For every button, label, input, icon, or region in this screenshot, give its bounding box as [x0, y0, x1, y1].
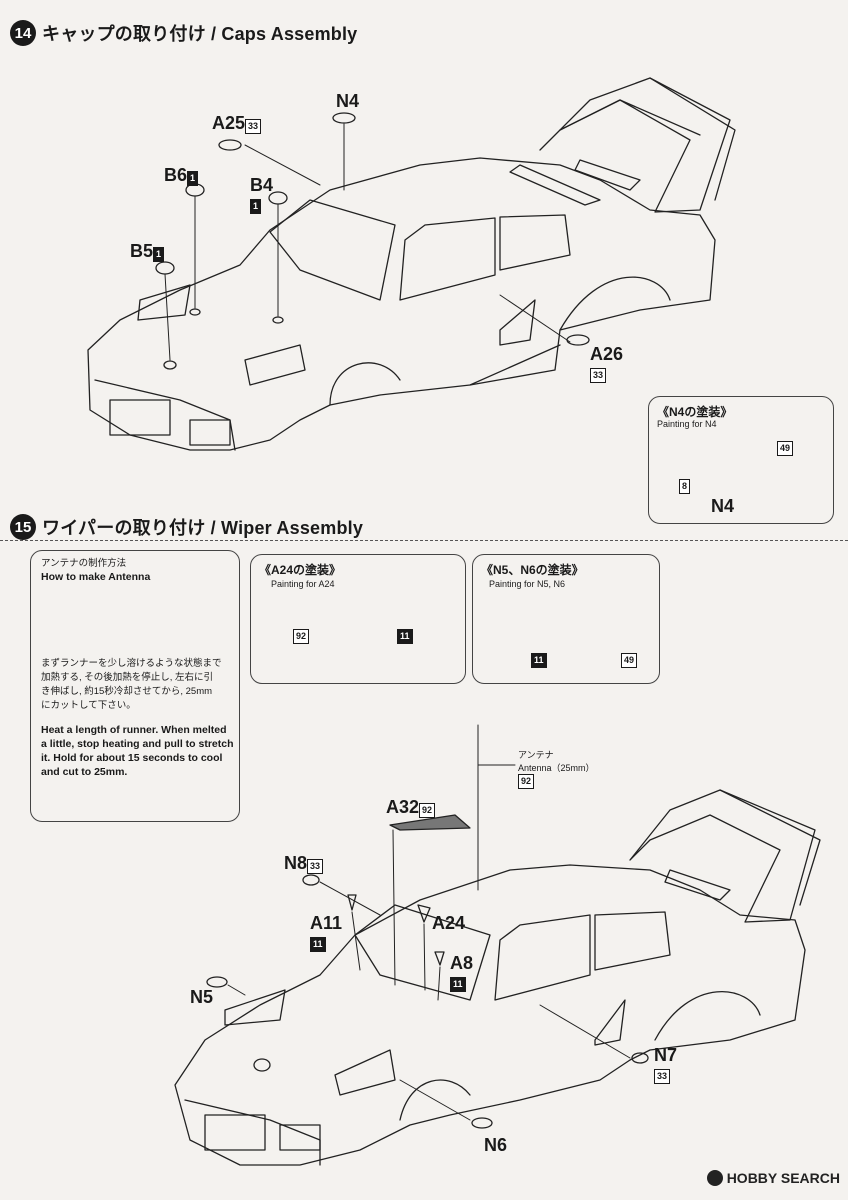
- label-n4: N4: [336, 91, 360, 111]
- antenna-text-en-1: Heat a length of runner. When melted: [41, 724, 227, 736]
- color-code-b5: 1: [153, 247, 165, 262]
- step-15-number: 15: [10, 514, 36, 540]
- antenna-label-en: Antenna（25mm）: [518, 763, 595, 773]
- leader-lines-step15: [227, 764, 631, 1121]
- antenna-title-en: How to make Antenna: [41, 571, 151, 583]
- antenna-text-en-2: a little, stop heating and pull to stret…: [41, 738, 234, 750]
- label-a24: A24: [432, 913, 466, 933]
- n4-box-subtitle: Painting for N4: [657, 419, 717, 429]
- color-code-n8: 33: [307, 859, 324, 874]
- antenna-title-jp: アンテナの制作方法: [41, 558, 127, 569]
- n5-n6-painting-box: 《N5、N6の塗装》 Painting for N5, N6 11 49: [472, 554, 660, 684]
- color-code-antenna: 92: [518, 774, 535, 789]
- color-code-n7: 33: [654, 1069, 671, 1084]
- a24-color-right: 11: [397, 629, 413, 644]
- leader-lines-step14: [164, 123, 571, 361]
- n4-color-left: 8: [679, 479, 691, 494]
- antenna-text-jp-1: まずランナーを少し溶けるような状態まで: [41, 658, 222, 669]
- n5-n6-box-title: 《N5、N6の塗装》: [481, 563, 584, 577]
- antenna-label-jp: アンテナ: [518, 750, 554, 760]
- car-body-step15: [174, 724, 821, 1166]
- label-antenna: アンテナ Antenna（25mm） 92: [518, 748, 595, 789]
- color-code-b4: 1: [250, 199, 262, 214]
- color-code-a32: 92: [419, 803, 436, 818]
- n4-box-title: 《N4の塗装》: [657, 405, 733, 419]
- n5-n6-color-left: 11: [531, 653, 547, 668]
- a24-box-title: 《A24の塗装》: [259, 563, 342, 577]
- a24-box-subtitle: Painting for A24: [271, 579, 335, 589]
- antenna-instructions-box: アンテナの制作方法 How to make Antenna まずランナーを少し溶…: [30, 550, 240, 822]
- antenna-text-en-4: and cut to 25mm.: [41, 766, 128, 778]
- car-body-step14: [87, 77, 736, 451]
- label-n6: N6: [484, 1135, 508, 1155]
- n4-box-part-label: N4: [711, 496, 735, 516]
- step-14-header: 14 キャップの取り付け / Caps Assembly: [10, 20, 357, 46]
- color-code-a25: 33: [245, 119, 262, 134]
- antenna-text-jp-4: にカットして下さい。: [41, 700, 136, 711]
- n5-n6-color-right: 49: [621, 653, 638, 668]
- color-code-b6: 1: [187, 171, 199, 186]
- color-code-a26: 33: [590, 368, 607, 383]
- n4-color-right: 49: [777, 441, 794, 456]
- step-14-number: 14: [10, 20, 36, 46]
- section-divider: [0, 540, 848, 541]
- antenna-text-jp-3: き伸ばし, 約15秒冷却させてから, 25mm: [41, 686, 213, 697]
- hobby-search-watermark: HOBBY SEARCH: [706, 1170, 840, 1186]
- a24-painting-box: 《A24の塗装》 Painting for A24 92 11: [250, 554, 466, 684]
- step-14-title: キャップの取り付け / Caps Assembly: [42, 24, 358, 44]
- a24-color-left: 92: [293, 629, 310, 644]
- color-code-a8: 11: [450, 977, 466, 992]
- watermark-text: HOBBY SEARCH: [726, 1170, 840, 1186]
- n5-n6-box-subtitle: Painting for N5, N6: [489, 579, 566, 589]
- antenna-text-jp-2: 加熱する, その後加熱を停止し, 左右に引: [41, 672, 214, 683]
- step-15-title: ワイパーの取り付け / Wiper Assembly: [42, 518, 364, 538]
- antenna-text-en-3: it. Hold for about 15 seconds to cool: [41, 752, 223, 764]
- n4-painting-box: 《N4の塗装》 Painting for N4 8 49 N4: [648, 396, 834, 524]
- step-15-header: 15 ワイパーの取り付け / Wiper Assembly: [10, 514, 363, 540]
- color-code-a11: 11: [310, 937, 326, 952]
- hobby-search-logo-icon: [706, 1170, 723, 1186]
- label-n5: N5: [190, 987, 214, 1007]
